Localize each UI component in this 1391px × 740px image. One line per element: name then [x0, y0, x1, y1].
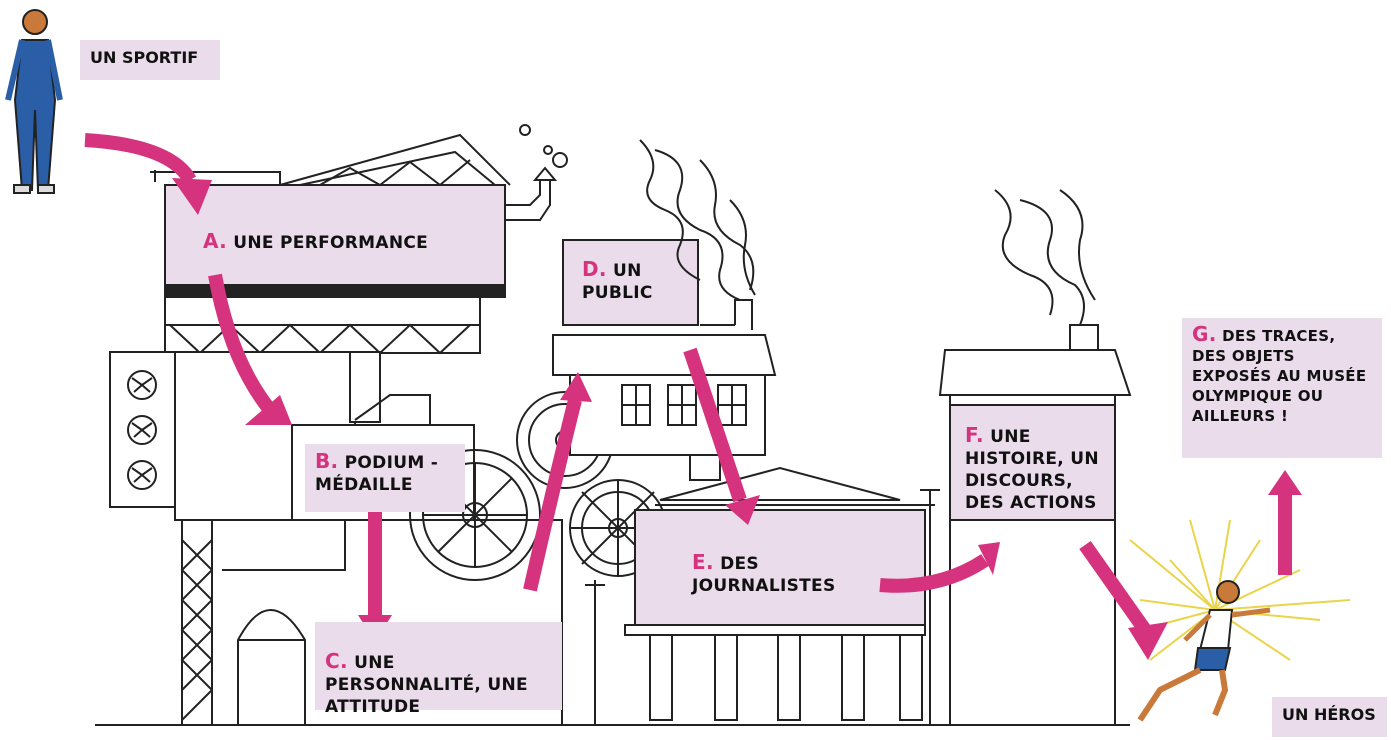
- step-e: E. DES JOURNALISTES: [682, 545, 882, 603]
- label-sportif-text: UN SPORTIF: [90, 48, 199, 67]
- arrow-head: [245, 395, 292, 425]
- arrow-head: [1128, 622, 1168, 660]
- step-c-letter: C.: [325, 649, 348, 673]
- arrow-head: [1268, 470, 1302, 495]
- step-a-letter: A.: [203, 229, 228, 253]
- step-b-letter: B.: [315, 449, 339, 473]
- step-b: B. PODIUM - MÉDAILLE: [305, 444, 465, 512]
- step-d: D. UN PUBLIC: [572, 252, 690, 310]
- step-d-text: UN PUBLIC: [582, 261, 653, 303]
- step-d-letter: D.: [582, 257, 607, 281]
- building-d: [552, 139, 777, 481]
- step-e-letter: E.: [692, 550, 714, 574]
- flow-arrows: [84, 133, 1292, 635]
- step-b-text: PODIUM - MÉDAILLE: [315, 453, 439, 495]
- arrow-sportif-to-a: [84, 133, 197, 184]
- step-f-letter: F.: [965, 423, 984, 447]
- arrow-head: [560, 372, 592, 402]
- step-e-text: DES JOURNALISTES: [692, 554, 836, 596]
- hero-figure: [1129, 519, 1351, 722]
- step-f: F. UNE HISTOIRE, UN DISCOURS, DES ACTION…: [955, 418, 1113, 520]
- arrow-d-to-e: [683, 347, 747, 503]
- building-e: [585, 466, 940, 725]
- step-g-letter: G.: [1192, 322, 1217, 346]
- step-f-text: UNE HISTOIRE, UN DISCOURS, DES ACTIONS: [965, 427, 1099, 513]
- arrow-head: [725, 495, 760, 525]
- building-a: [150, 124, 568, 355]
- step-a: A. UNE PERFORMANCE: [193, 224, 443, 260]
- step-g-text: DES TRACES, DES OBJETS EXPOSÉS AU MUSÉE …: [1192, 327, 1367, 425]
- step-c: C. UNE PERSONNALITÉ, UNE ATTITUDE: [315, 622, 562, 717]
- label-heros: UN HÉROS: [1272, 697, 1387, 737]
- arrow-f-to-hero: [1079, 540, 1151, 635]
- label-sportif: UN SPORTIF: [80, 40, 220, 80]
- arrow-e-to-f: [879, 554, 989, 593]
- step-g: G. DES TRACES, DES OBJETS EXPOSÉS AU MUS…: [1182, 318, 1382, 458]
- sportif-figure: [5, 9, 63, 194]
- arrow-head: [978, 542, 1000, 575]
- arrow-head: [172, 178, 212, 215]
- arrow-c-to-d: [523, 398, 582, 592]
- arrow-a-to-b: [208, 273, 276, 415]
- label-heros-text: UN HÉROS: [1282, 705, 1376, 724]
- arrow-heads: [172, 178, 1302, 660]
- step-c-text: UNE PERSONNALITÉ, UNE ATTITUDE: [325, 653, 528, 717]
- step-a-text: UNE PERFORMANCE: [233, 233, 429, 253]
